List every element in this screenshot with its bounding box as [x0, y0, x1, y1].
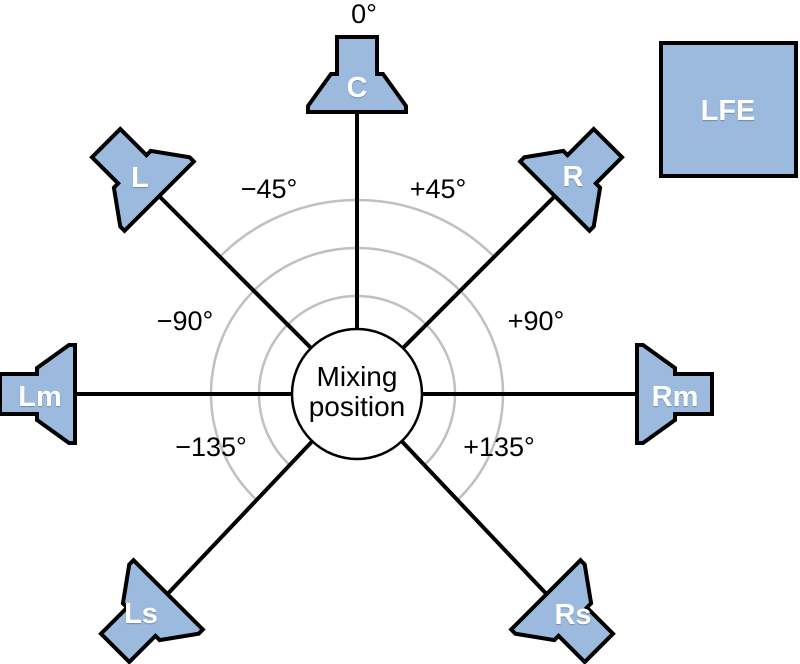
speaker-r-body	[517, 126, 625, 234]
speaker-rm	[635, 343, 714, 445]
speaker-l-label: L	[131, 162, 149, 194]
speaker-l-body	[89, 126, 197, 234]
angle-label-0: 0°	[351, 0, 377, 29]
speaker-ls-label: Ls	[124, 598, 158, 630]
speaker-r	[517, 126, 625, 234]
mixing-position-label-line2: position	[309, 391, 406, 422]
mixing-position-label-line1: Mixing	[317, 361, 398, 392]
angle-label-plus45: +45°	[410, 174, 467, 204]
speaker-labels: C L R Lm Rm Ls Rs LFE	[18, 72, 755, 631]
speaker-c	[306, 35, 408, 114]
angle-label-minus135: −135°	[175, 432, 247, 462]
speaker-lfe-body	[659, 41, 798, 178]
speaker-r-label: R	[563, 161, 584, 193]
speaker-ls	[98, 557, 206, 664]
speaker-rs-label: Rs	[554, 599, 591, 631]
speaker-l	[89, 126, 197, 234]
angle-labels: 0° −45° +45° −90° +90° −135° +135°	[157, 0, 565, 462]
speaker-lm-body	[0, 343, 77, 445]
speaker-rm-label: Rm	[652, 381, 699, 413]
speaker-lm	[0, 343, 77, 445]
speaker-c-body	[306, 35, 408, 114]
speaker-rs	[508, 557, 616, 664]
speakers	[0, 35, 798, 664]
speaker-rs-body	[508, 557, 616, 664]
speaker-lm-label: Lm	[18, 381, 62, 413]
speaker-c-label: C	[347, 72, 368, 104]
mixing-position-circle	[290, 327, 424, 461]
speaker-rm-body	[635, 343, 714, 445]
angle-label-plus135: +135°	[463, 432, 535, 462]
speaker-lfe-label: LFE	[701, 95, 756, 127]
speaker-ls-body	[98, 557, 206, 664]
angle-label-plus90: +90°	[508, 306, 565, 336]
angle-label-minus45: −45°	[241, 174, 298, 204]
angle-label-minus90: −90°	[157, 306, 214, 336]
